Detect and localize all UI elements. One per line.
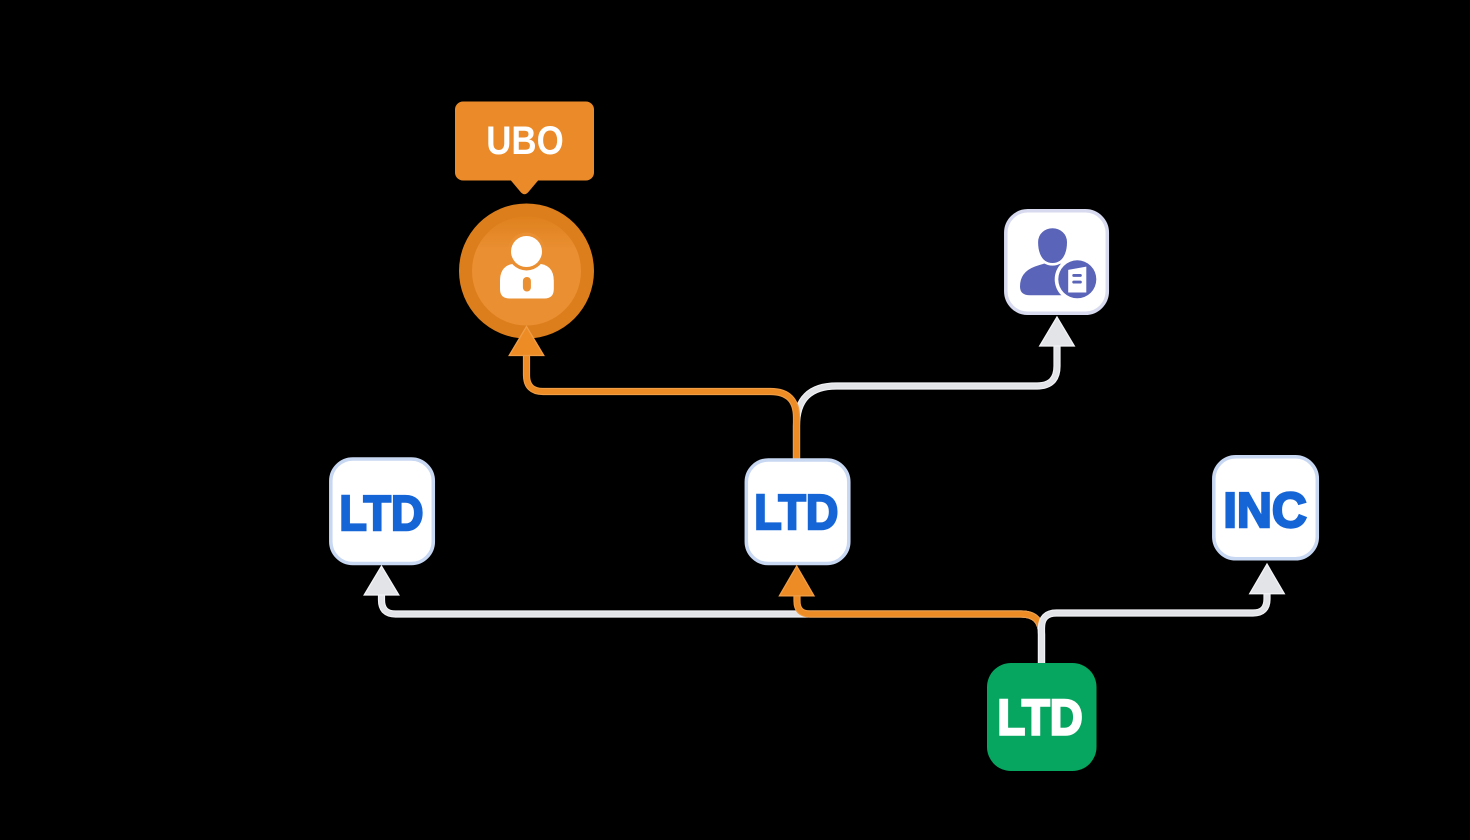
- svg-text:LTD: LTD: [997, 689, 1082, 745]
- svg-text:UBO: UBO: [486, 119, 564, 163]
- svg-text:INC: INC: [1223, 483, 1307, 538]
- svg-text:LTD: LTD: [339, 486, 423, 541]
- svg-text:LTD: LTD: [754, 485, 838, 540]
